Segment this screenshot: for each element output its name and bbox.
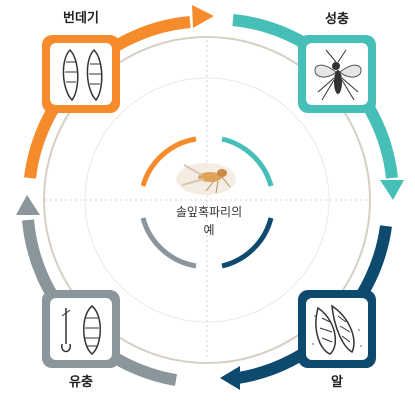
stage-label-larva: 유충: [69, 375, 93, 390]
egg-stage-box: [298, 290, 376, 368]
larva-drawing-icon: [61, 305, 101, 355]
pupa-drawing-icon: [62, 48, 103, 102]
gall-midge-photo-icon: [176, 163, 236, 195]
arrow-head-pupa-to-adult: [192, 5, 214, 28]
center-title: 솔잎혹파리의 예: [157, 203, 261, 239]
egg-mass-icon: [312, 304, 362, 355]
center-title-line1: 솔잎혹파리의: [175, 205, 243, 219]
gall-midge-adult-icon: [314, 49, 362, 101]
inner-arc-orange: [140, 136, 197, 187]
adult-stage-box: [298, 35, 376, 113]
pupa-stage-box: [42, 35, 120, 113]
stage-label-egg: 알: [331, 375, 343, 390]
arrow-head-larva-to-pupa: [16, 195, 40, 215]
inner-arc-darkblue: [221, 217, 274, 269]
larva-stage-box: [42, 290, 120, 368]
background-ring: [43, 36, 371, 364]
arrow-head-egg-to-larva: [220, 366, 240, 390]
stage-label-pupa: 번데기: [63, 11, 99, 26]
center-title-line2: 예: [203, 223, 215, 237]
arrow-head-adult-to-egg: [380, 180, 404, 200]
inner-arc-teal: [221, 136, 274, 187]
stage-label-adult: 성충: [325, 12, 349, 27]
inner-arc-grey: [140, 217, 197, 269]
